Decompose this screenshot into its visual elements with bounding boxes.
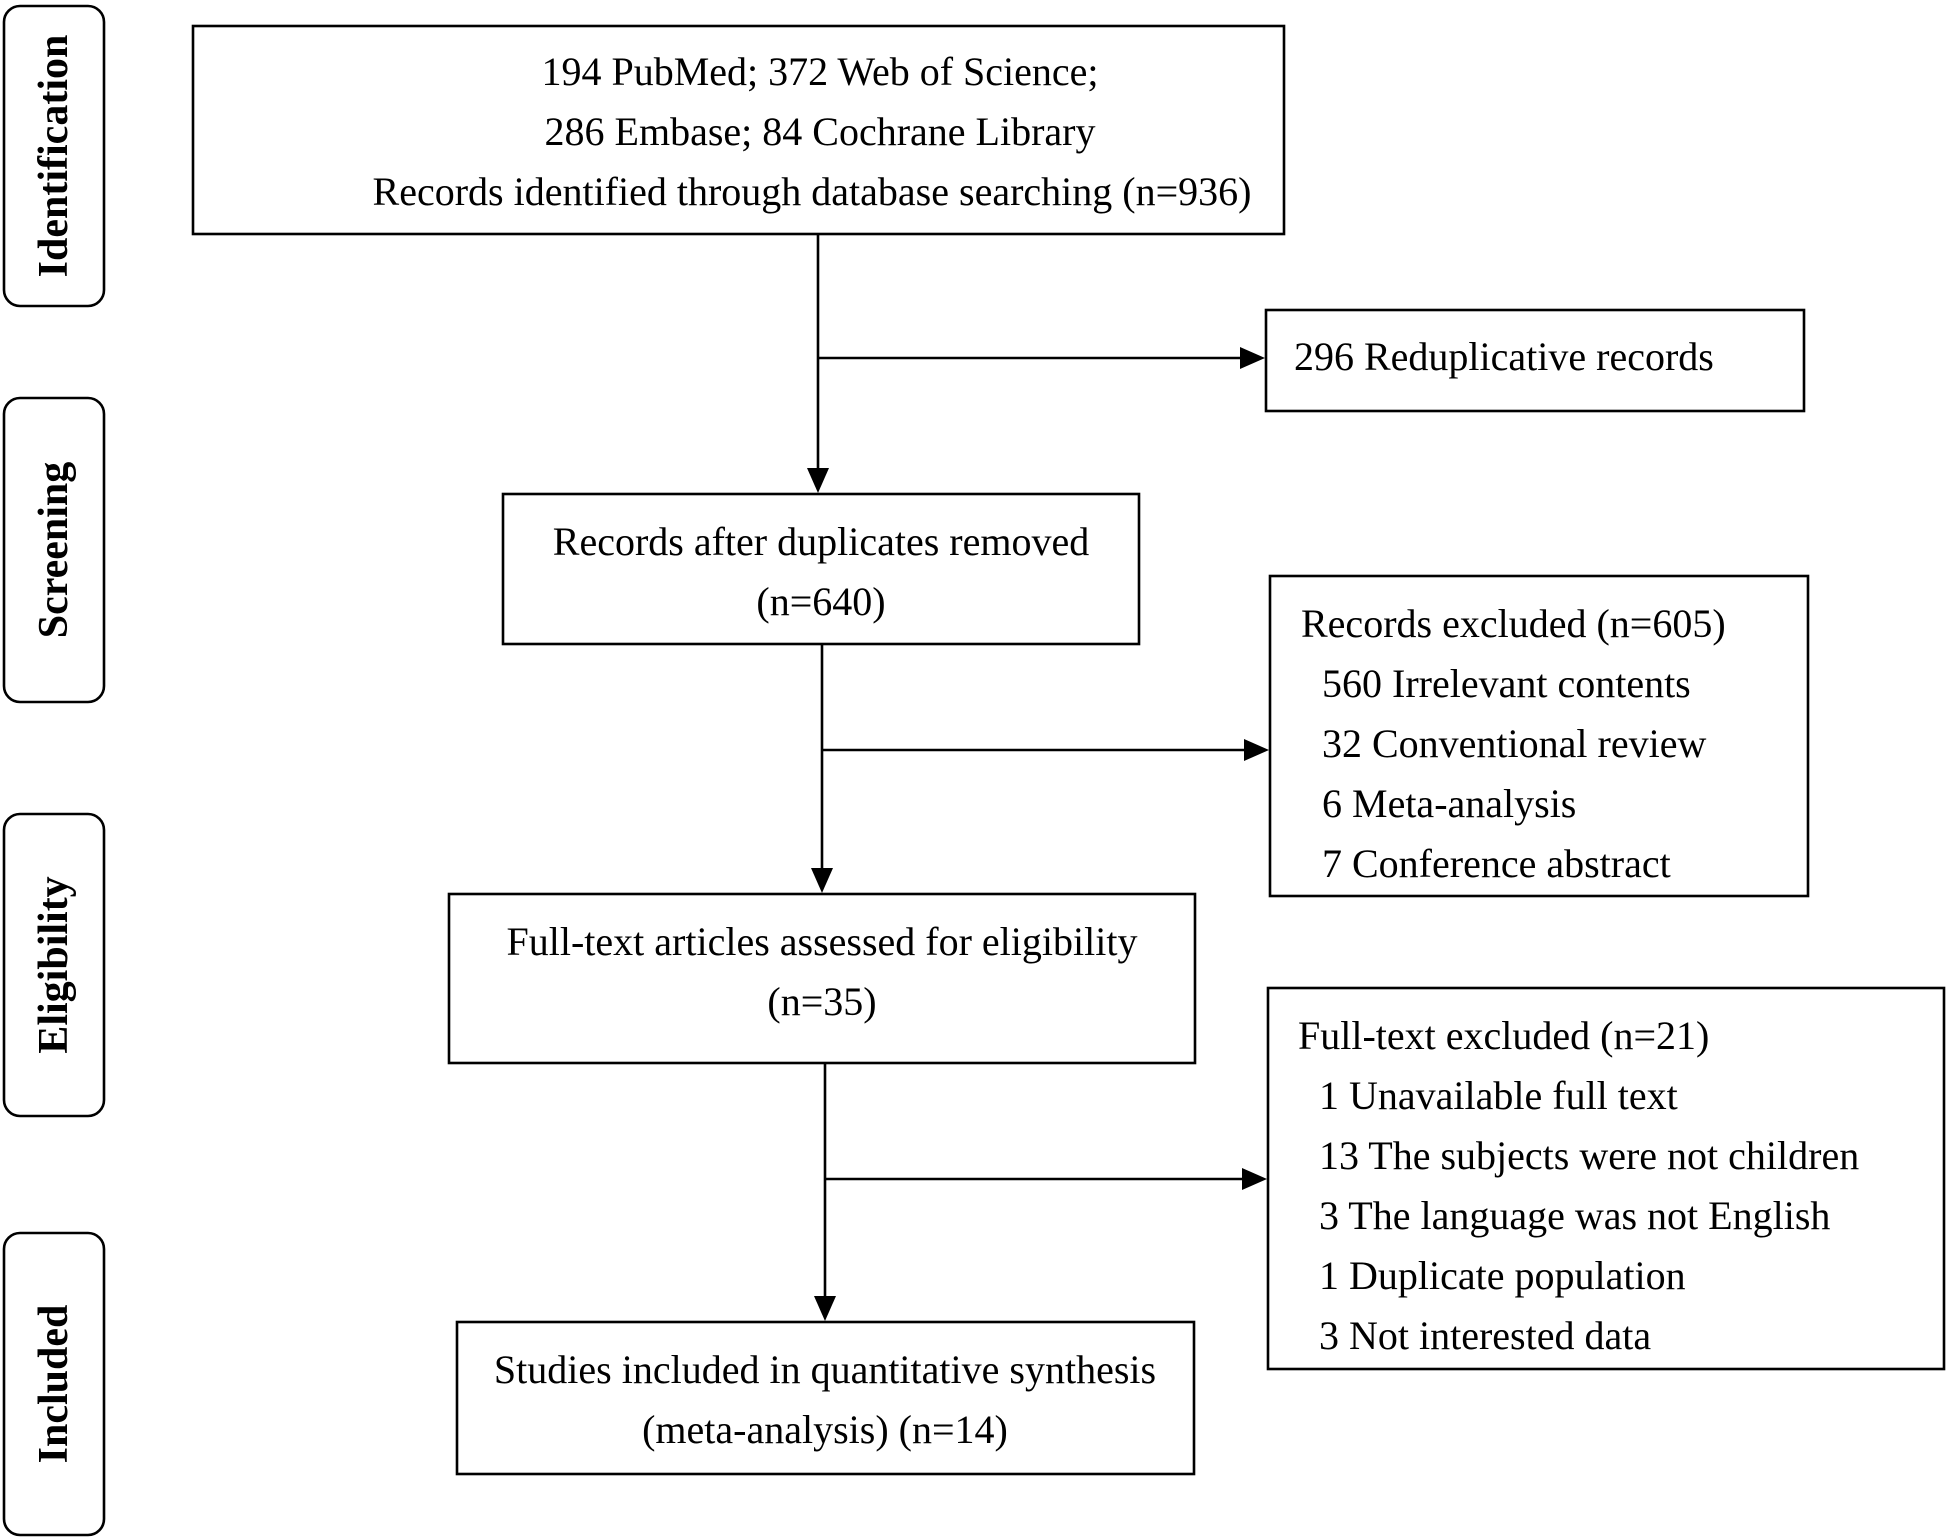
included-line-1: Studies included in quantitative synthes…	[494, 1347, 1156, 1392]
fulltext-excluded-box: Full-text excluded (n=21) 1 Unavailable …	[1266, 986, 1946, 1371]
stage-identification-label: Identification	[31, 35, 77, 278]
arrow-right-icon	[1244, 739, 1269, 761]
records-excluded-line-3: 32 Conventional review	[1322, 721, 1706, 766]
stage-included-label: Included	[31, 1305, 77, 1464]
records-excluded-line-1: Records excluded (n=605)	[1301, 601, 1726, 646]
connector-to-records-excluded	[822, 739, 1269, 761]
screening-line-2: (n=640)	[756, 579, 885, 624]
identification-box: 194 PubMed; 372 Web of Science; 286 Emba…	[191, 24, 1286, 236]
stage-included: Included	[2, 1231, 106, 1537]
stage-screening-label: Screening	[31, 462, 77, 639]
arrow-right-icon	[1240, 347, 1265, 369]
included-box: Studies included in quantitative synthes…	[455, 1320, 1196, 1476]
connector-to-fulltext-excluded	[825, 1168, 1267, 1190]
stage-eligibility-label: Eligibility	[31, 876, 77, 1053]
records-excluded-box: Records excluded (n=605) 560 Irrelevant …	[1268, 574, 1810, 898]
stage-eligibility: Eligibility	[2, 812, 106, 1118]
fulltext-excluded-line-6: 3 Not interested data	[1319, 1313, 1651, 1358]
duplicates-line-1: 296 Reduplicative records	[1294, 334, 1714, 379]
identification-line-2: 286 Embase; 84 Cochrane Library	[545, 109, 1096, 154]
arrow-down-icon	[807, 468, 829, 493]
records-excluded-line-5: 7 Conference abstract	[1322, 841, 1671, 886]
connector-identification-to-screening	[807, 234, 829, 493]
records-excluded-line-2: 560 Irrelevant contents	[1322, 661, 1691, 706]
fulltext-excluded-line-1: Full-text excluded (n=21)	[1298, 1013, 1709, 1058]
arrow-right-icon	[1242, 1168, 1267, 1190]
fulltext-excluded-line-3: 13 The subjects were not children	[1319, 1133, 1859, 1178]
screening-box: Records after duplicates removed (n=640)	[501, 492, 1141, 646]
fulltext-excluded-line-4: 3 The language was not English	[1319, 1193, 1830, 1238]
records-excluded-line-4: 6 Meta-analysis	[1322, 781, 1576, 826]
fulltext-excluded-line-2: 1 Unavailable full text	[1319, 1073, 1678, 1118]
screening-line-1: Records after duplicates removed	[553, 519, 1089, 564]
connector-to-duplicates	[818, 347, 1265, 369]
stage-screening: Screening	[2, 396, 106, 704]
stage-identification: Identification	[2, 4, 106, 308]
eligibility-line-2: (n=35)	[767, 979, 876, 1024]
connector-eligibility-to-included	[814, 1063, 836, 1321]
identification-line-1: 194 PubMed; 372 Web of Science;	[541, 49, 1098, 94]
eligibility-box: Full-text articles assessed for eligibil…	[447, 892, 1197, 1065]
connector-screening-to-eligibility	[811, 644, 833, 893]
duplicates-box: 296 Reduplicative records	[1264, 308, 1806, 413]
included-line-2: (meta-analysis) (n=14)	[642, 1407, 1008, 1452]
fulltext-excluded-line-5: 1 Duplicate population	[1319, 1253, 1686, 1298]
identification-line-3: Records identified through database sear…	[373, 169, 1252, 214]
arrow-down-icon	[811, 868, 833, 893]
eligibility-line-1: Full-text articles assessed for eligibil…	[507, 919, 1138, 964]
arrow-down-icon	[814, 1296, 836, 1321]
